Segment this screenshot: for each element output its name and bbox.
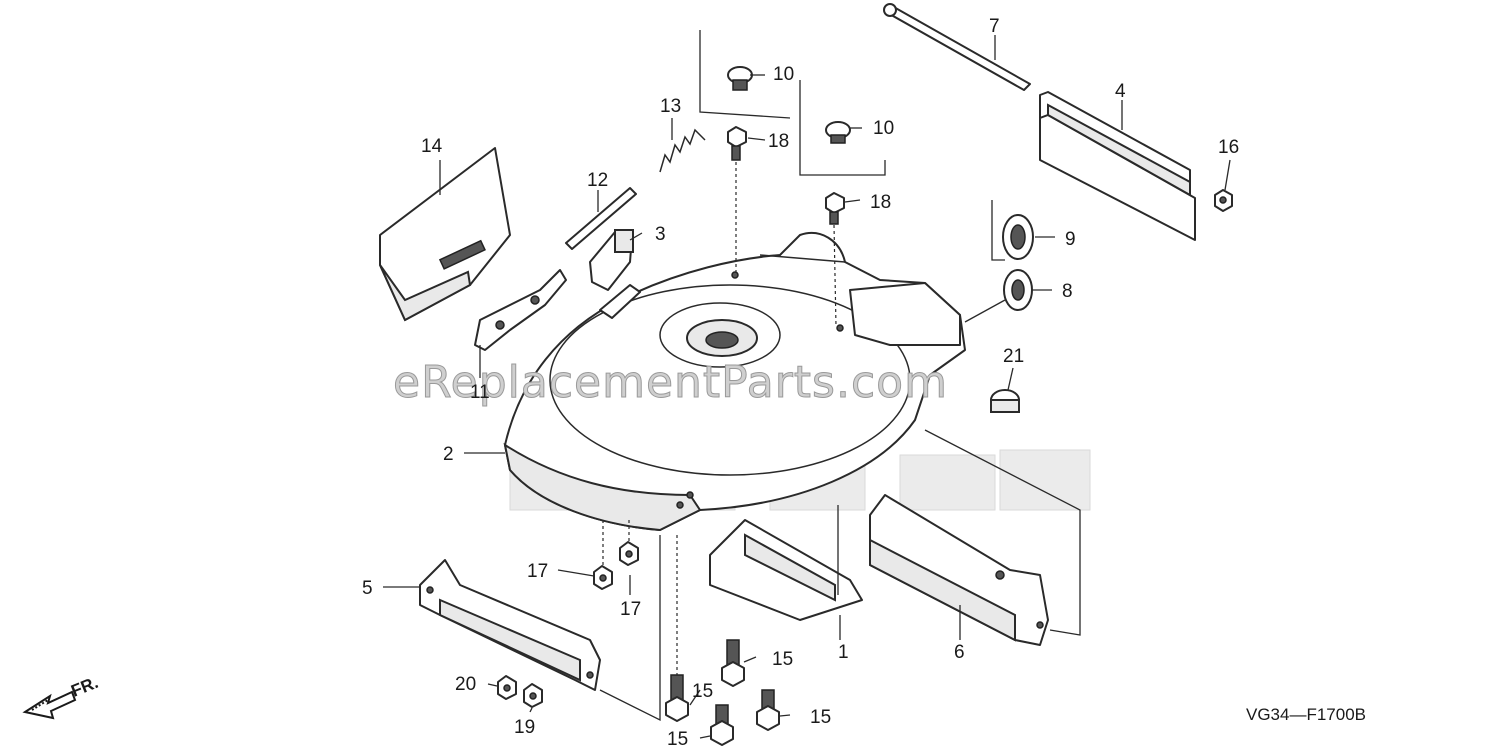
callout-3: 3 [655, 224, 666, 245]
plug-part [990, 389, 1020, 413]
callout-15c: 15 [810, 707, 831, 728]
pin-part [565, 187, 637, 250]
callout-12: 12 [587, 170, 608, 191]
leader-lines [383, 35, 1231, 739]
baffle-part [709, 505, 863, 621]
callout-18a: 18 [768, 131, 789, 152]
callout-20: 20 [455, 674, 476, 695]
drawing-code: VG34—F1700B [1246, 705, 1366, 724]
callout-15a: 15 [772, 649, 793, 670]
callout-5: 5 [362, 578, 373, 599]
front-direction-arrow-icon [22, 690, 77, 720]
watermark-text: eReplacementParts.com [393, 357, 948, 408]
front-skirt-part [419, 535, 661, 722]
front-marker-label: FR. [68, 673, 101, 701]
link-plate-part [474, 269, 567, 351]
callout-2: 2 [443, 444, 454, 465]
callout-15b: 15 [692, 681, 713, 702]
callout-7: 7 [989, 16, 1000, 37]
callout-14: 14 [421, 136, 443, 157]
top-flap-part [1039, 91, 1196, 241]
bracket-part [589, 229, 641, 319]
callout-6: 6 [954, 642, 965, 663]
callout-8: 8 [1062, 281, 1073, 302]
callout-9: 9 [1065, 229, 1076, 250]
callout-11: 11 [470, 382, 490, 403]
rod-part [883, 3, 1031, 91]
callout-17b: 17 [620, 599, 641, 620]
rear-flap-part [379, 147, 511, 322]
callout-1: 1 [838, 642, 849, 663]
callout-18b: 18 [870, 192, 891, 213]
grommets [991, 200, 1034, 311]
spring-part [659, 128, 706, 173]
callout-10a: 10 [773, 64, 794, 85]
callout-4: 4 [1115, 81, 1126, 102]
callout-16: 16 [1218, 137, 1239, 158]
small-fasteners [497, 520, 639, 708]
caps-and-bolts [699, 30, 886, 327]
callout-labels: 1 2 3 4 5 6 7 8 9 10 10 11 12 13 14 15 1… [362, 16, 1239, 750]
nut-part [1214, 189, 1233, 212]
right-skirt-part [869, 429, 1081, 646]
callout-15d: 15 [667, 729, 688, 750]
callout-21: 21 [1003, 346, 1024, 367]
bolts-15 [665, 535, 780, 746]
callout-10b: 10 [873, 118, 894, 139]
callout-13: 13 [660, 96, 681, 117]
callout-17a: 17 [527, 561, 548, 582]
callout-19: 19 [514, 717, 535, 738]
